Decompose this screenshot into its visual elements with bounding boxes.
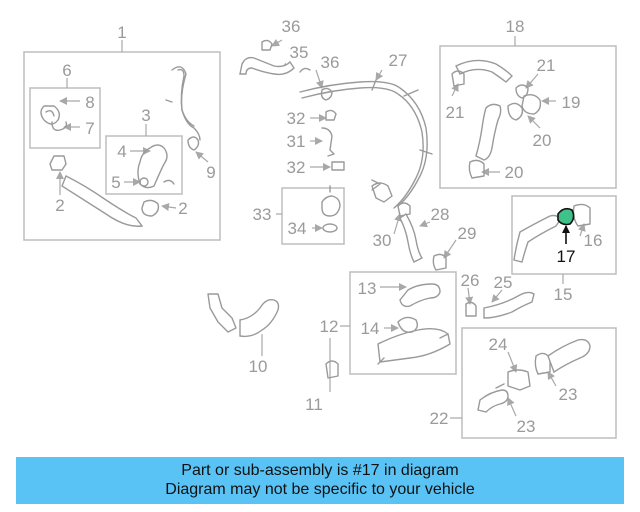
label-21-left: 21 [446, 103, 465, 122]
parts-diagram: 1 6 8 7 3 4 5 2 2 9 36 35 36 27 32 31 32… [23, 17, 617, 439]
label-20-top: 20 [533, 131, 552, 150]
label-21-right: 21 [537, 56, 556, 75]
group-box-22 [461, 327, 617, 439]
banner-line-1: Part or sub-assembly is #17 in diagram [181, 462, 459, 479]
label-31: 31 [287, 132, 306, 151]
label-23-bottom: 23 [517, 417, 536, 436]
banner-line-2: Diagram may not be specific to your vehi… [165, 481, 475, 498]
label-1: 1 [117, 23, 126, 42]
label-24: 24 [489, 335, 508, 354]
label-14: 14 [361, 319, 380, 338]
label-36-top: 36 [282, 17, 301, 36]
label-29: 29 [458, 224, 477, 243]
group-box-15 [511, 195, 617, 275]
label-26: 26 [461, 271, 480, 290]
group-box-12 [349, 271, 457, 375]
label-18: 18 [506, 17, 525, 36]
highlighted-part-17 [557, 207, 575, 226]
label-32-top: 32 [287, 109, 306, 128]
group-box-18 [439, 45, 617, 189]
label-36-mid: 36 [321, 53, 340, 72]
label-12: 12 [320, 317, 339, 336]
label-30: 30 [373, 231, 392, 250]
label-7: 7 [85, 119, 94, 138]
label-27: 27 [389, 51, 408, 70]
label-10: 10 [249, 357, 268, 376]
label-25: 25 [494, 273, 513, 292]
label-5: 5 [111, 173, 120, 192]
label-33: 33 [253, 205, 272, 224]
label-23-right: 23 [559, 385, 578, 404]
label-4: 4 [117, 142, 126, 161]
label-19: 19 [562, 93, 581, 112]
label-17-highlighted: 17 [557, 247, 576, 266]
group-box-6 [29, 87, 101, 149]
label-2-left: 2 [55, 196, 64, 215]
label-3: 3 [141, 106, 150, 125]
label-22: 22 [430, 409, 449, 428]
label-8: 8 [85, 93, 94, 112]
label-11: 11 [305, 395, 323, 414]
label-16: 16 [584, 231, 603, 250]
label-28: 28 [431, 205, 450, 224]
label-20-bottom: 20 [505, 163, 524, 182]
label-34: 34 [288, 219, 307, 238]
callout-labels: 1 6 8 7 3 4 5 2 2 9 36 35 36 27 32 31 32… [55, 17, 602, 436]
label-15: 15 [554, 285, 573, 304]
label-2-right: 2 [178, 199, 187, 218]
label-6: 6 [62, 61, 71, 80]
info-banner: Part or sub-assembly is #17 in diagram D… [16, 457, 624, 504]
group-box-3 [105, 135, 183, 195]
group-box-33 [281, 187, 345, 245]
label-32-bottom: 32 [287, 158, 306, 177]
label-9: 9 [206, 163, 215, 182]
label-13: 13 [358, 279, 377, 298]
label-35: 35 [290, 43, 309, 62]
